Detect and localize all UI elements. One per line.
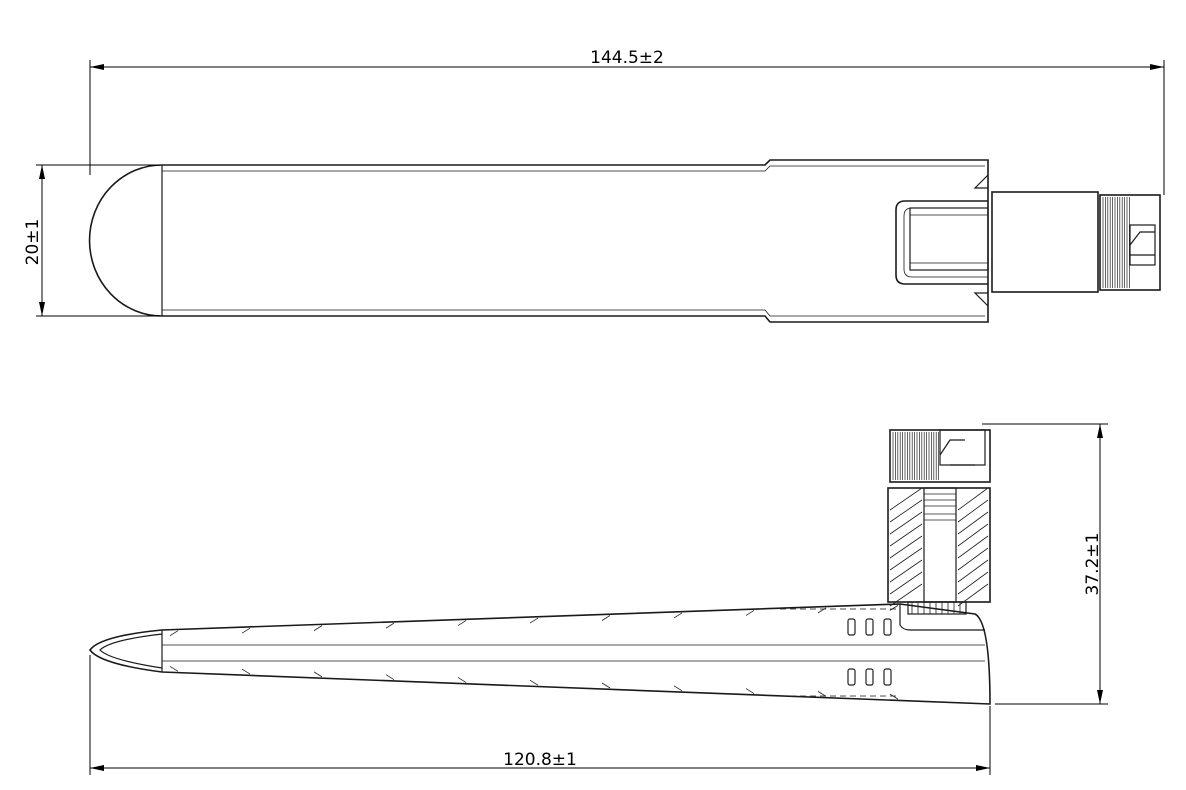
edge-hatch-line <box>385 674 395 680</box>
edge-hatch-line <box>745 610 755 616</box>
edge-hatch-line <box>385 622 395 629</box>
side-pin-cutaway <box>939 429 986 466</box>
hinge-pocket <box>973 174 989 307</box>
dim-arrow-right <box>1150 64 1164 70</box>
connector-pin-detail <box>1129 231 1155 256</box>
hatch-line <box>957 559 989 583</box>
dim-label-folded-height: 37.2±1 <box>1083 533 1103 596</box>
hatch-line <box>889 487 923 511</box>
side-blade-outline <box>89 603 991 705</box>
edge-hatch-line <box>889 693 899 700</box>
edge-hatch-line <box>529 617 539 624</box>
section-hatching-left <box>889 487 923 607</box>
dim-arrow-height-top <box>1097 424 1103 438</box>
hinge-bracket-inner <box>903 207 988 278</box>
dim-arrow-bottom <box>39 302 45 316</box>
connector-bore <box>923 487 957 603</box>
dim-label-blade-width: 20±1 <box>23 219 43 266</box>
knurl-pattern <box>1102 197 1130 288</box>
vent-slot-lower <box>847 668 856 686</box>
edge-hatch-line <box>745 688 755 694</box>
antenna-blade-outline <box>88 159 989 323</box>
section-hatching-right <box>957 487 989 607</box>
connector-pin-cutaway <box>1129 224 1156 266</box>
knurled-nut <box>1099 194 1161 291</box>
vent-slot-lower <box>883 668 892 686</box>
vent-slot-lower <box>865 668 874 686</box>
hatch-line <box>957 487 989 511</box>
hinge-slot <box>909 207 989 271</box>
edge-hatch-line <box>457 620 467 626</box>
edge-hatch-line <box>241 668 251 675</box>
blade-edge-hatching <box>169 605 899 700</box>
hatch-line <box>957 535 989 559</box>
dim-arrow-length-left <box>90 765 104 771</box>
connector-grooves <box>924 493 956 521</box>
edge-hatch-line <box>169 665 179 672</box>
dim-arrow-top <box>39 165 45 179</box>
hatch-line <box>889 571 923 595</box>
hinge-step <box>899 604 985 631</box>
hatch-line <box>889 559 923 583</box>
hatch-line <box>957 511 989 535</box>
connector-thread-base <box>907 601 967 615</box>
edge-hatch-line <box>601 682 611 689</box>
dim-arrow-left <box>90 64 104 70</box>
side-pin-detail <box>939 439 975 466</box>
antenna-blade-inner-outline <box>162 165 985 317</box>
hatch-line <box>889 547 923 571</box>
edge-hatch-line <box>673 685 683 692</box>
hatch-line <box>957 499 989 523</box>
vent-slot-upper <box>883 618 892 636</box>
edge-hatch-line <box>601 615 611 621</box>
vent-slot-upper <box>865 618 874 636</box>
dim-arrow-height-bottom <box>1097 690 1103 704</box>
edge-hatch-line <box>889 605 899 611</box>
side-blade-tip-inner <box>99 633 163 669</box>
hatch-line <box>957 571 989 595</box>
hatch-line <box>889 499 923 523</box>
hatch-line <box>889 511 923 535</box>
edge-hatch-line <box>673 612 683 619</box>
hatch-line <box>889 523 923 547</box>
hatch-line <box>889 535 923 559</box>
edge-hatch-line <box>529 679 539 686</box>
vent-slots <box>847 618 892 686</box>
edge-hatch-line <box>313 671 323 678</box>
vent-slot-upper <box>847 618 856 636</box>
side-knurl-pattern <box>892 432 939 480</box>
hatch-line <box>957 547 989 571</box>
hatch-line <box>889 583 923 607</box>
edge-hatch-line <box>313 625 323 631</box>
connector-barrel <box>991 191 1099 293</box>
edge-hatch-line <box>817 691 827 697</box>
edge-hatch-line <box>457 677 467 683</box>
edge-hatch-line <box>169 630 179 637</box>
hinge-bracket <box>895 200 988 285</box>
hatch-line <box>957 523 989 547</box>
antenna-top-view: 144.5±2 20±1 <box>23 48 1165 323</box>
thread-base-pattern <box>911 602 961 614</box>
edge-hatch-line <box>241 627 251 634</box>
dim-label-overall-length: 144.5±2 <box>590 48 664 68</box>
dim-arrow-length-right <box>976 765 990 771</box>
antenna-side-view: 37.2±1 120.8±1 <box>89 423 1108 775</box>
dim-label-folded-length: 120.8±1 <box>503 750 577 770</box>
